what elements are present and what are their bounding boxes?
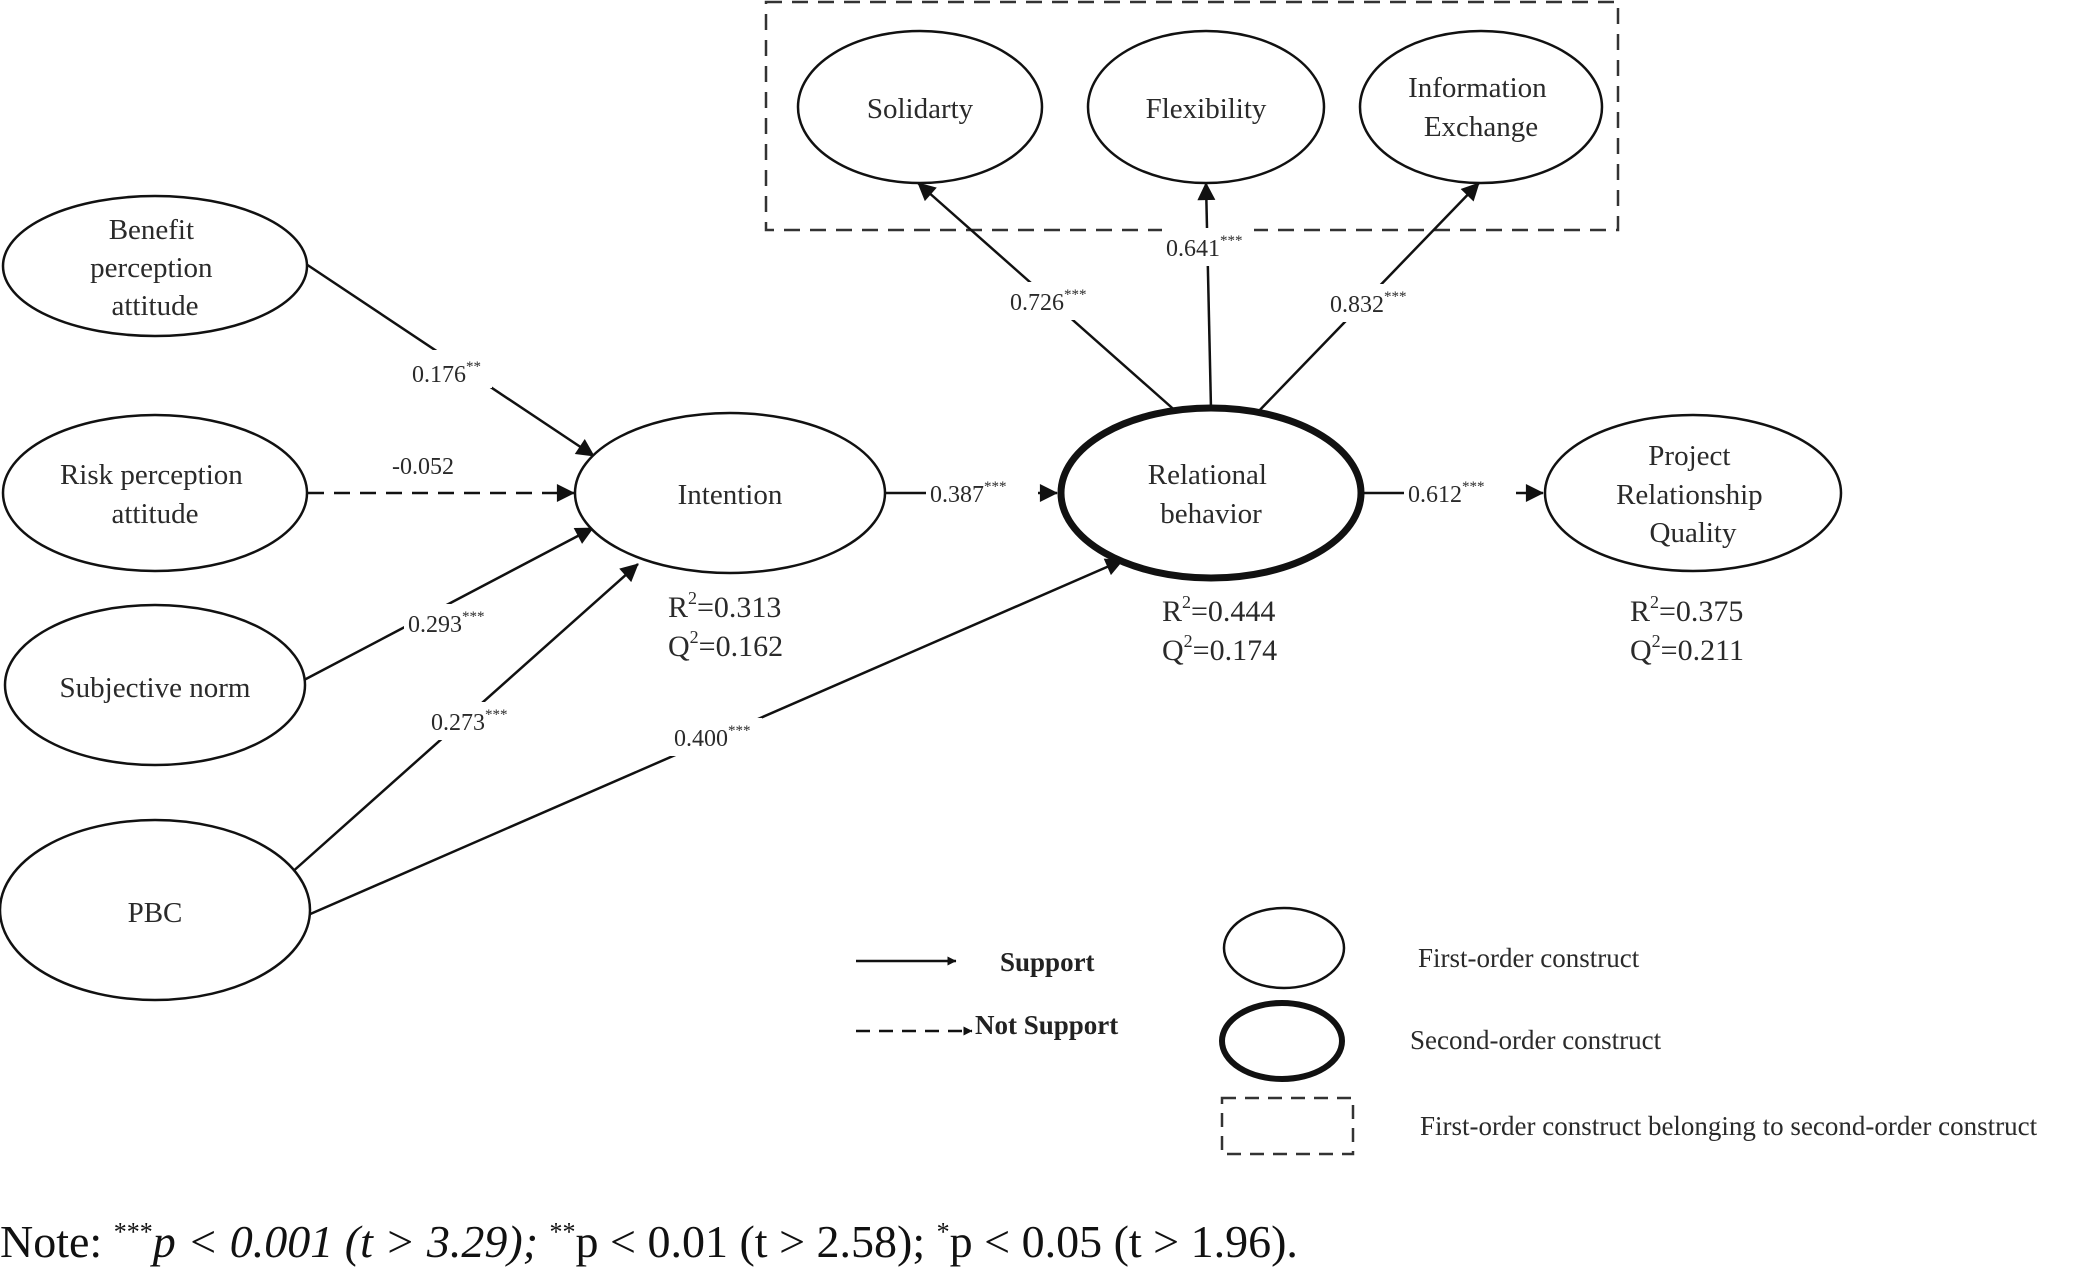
coef-risk-intention: -0.052: [392, 454, 454, 480]
ellipse-flexibility: [1086, 29, 1326, 185]
ellipse-intention: [573, 411, 887, 575]
path-relational-to-flexibility: [1197, 182, 1216, 410]
label-risk: Risk perception attitude: [60, 459, 250, 530]
ellipse-relational: [1057, 404, 1365, 582]
fit-statistics: R2=0.313 Q2=0.162 R2=0.444 Q2=0.174 R2=0…: [668, 588, 1744, 667]
coef-benefit-intention: 0.176**: [412, 359, 481, 388]
stat-relational-r2: R2=0.444: [1162, 592, 1275, 628]
legend-first-order-ellipse: [1222, 906, 1346, 990]
legend-belonging-label: First-order construct belonging to secon…: [1420, 1111, 2038, 1141]
coefficient-labels: 0.176** -0.052 0.293*** 0.273*** 0.400**…: [392, 228, 1516, 756]
coef-bg-solidarity: [1006, 282, 1098, 320]
coef-relational-quality: 0.612***: [1408, 479, 1485, 508]
label-subjective: Subjective norm: [60, 672, 251, 704]
ellipse-subjective: [3, 603, 307, 767]
coef-bg-benefit: [408, 350, 492, 388]
stat-relational-q2: Q2=0.174: [1162, 631, 1277, 667]
note-sig-1: *: [936, 1217, 950, 1247]
coef-pbc-relational: 0.400***: [674, 723, 751, 752]
label-flexibility: Flexibility: [1146, 93, 1267, 125]
label-solidarity: Solidarty: [867, 93, 974, 125]
legend-support-label: Support: [1000, 947, 1095, 977]
stat-quality-r2: R2=0.375: [1630, 592, 1743, 628]
note-sig-2: **: [549, 1217, 576, 1247]
label-quality: Project Relationship Quality: [1616, 440, 1770, 549]
ellipse-solidarity: [796, 29, 1044, 185]
coef-bg-pbc-relational: [670, 718, 762, 756]
stat-quality-q2: Q2=0.211: [1630, 631, 1744, 667]
note-sig-3: ***: [113, 1217, 153, 1247]
coef-bg-relational-quality: [1404, 474, 1516, 512]
legend-not-support-label: Not Support: [975, 1010, 1118, 1040]
note-text-2: p < 0.01 (t > 2.58);: [575, 1216, 937, 1267]
label-benefit: Benefit perception attitude: [90, 214, 220, 322]
ellipse-benefit: [1, 194, 309, 338]
coef-bg-subjective: [404, 604, 496, 642]
legend-second-order-label: Second-order construct: [1410, 1025, 1662, 1055]
note-prefix: Note:: [0, 1216, 114, 1267]
construct-ellipses: [0, 29, 1843, 1002]
legend-dashed-box: [1220, 1096, 1355, 1156]
coef-subjective-intention: 0.293***: [408, 609, 485, 638]
coef-bg-intention-relational: [926, 474, 1038, 512]
label-info: Information Exchange: [1408, 72, 1554, 143]
coef-relational-solidarity: 0.726***: [1010, 287, 1087, 316]
ellipse-info: [1358, 29, 1604, 185]
label-pbc: PBC: [128, 897, 183, 929]
coef-pbc-intention: 0.273***: [431, 707, 508, 736]
coef-intention-relational: 0.387***: [930, 479, 1007, 508]
note-text-3: p < 0.001 (t > 3.29);: [152, 1216, 550, 1267]
ellipse-risk: [1, 413, 309, 573]
second-order-group-box: [764, 0, 1620, 232]
coef-bg-pbc-intention: [427, 702, 519, 740]
stat-intention-q2: Q2=0.162: [668, 627, 783, 663]
note-text-1: p < 0.05 (t > 1.96).: [949, 1216, 1298, 1267]
label-relational: Relational behavior: [1148, 459, 1274, 530]
significance-note: Note: ***p < 0.001 (t > 3.29); **p < 0.0…: [0, 1215, 1298, 1268]
coef-bg-info: [1326, 284, 1418, 322]
coef-relational-info: 0.832***: [1330, 289, 1407, 318]
coef-bg-flexibility: [1162, 228, 1254, 266]
stat-intention-r2: R2=0.313: [668, 588, 781, 624]
legend-second-order-ellipse: [1219, 1000, 1345, 1082]
legend-first-order-label: First-order construct: [1418, 943, 1640, 973]
ellipse-pbc: [0, 818, 312, 1002]
label-intention: Intention: [678, 479, 783, 511]
coef-relational-flexibility: 0.641***: [1166, 233, 1243, 262]
legend: Support Not Support First-order construc…: [856, 906, 2038, 1156]
ellipse-quality: [1543, 413, 1843, 573]
node-labels: Benefit perception attitude Risk percept…: [60, 72, 1770, 929]
